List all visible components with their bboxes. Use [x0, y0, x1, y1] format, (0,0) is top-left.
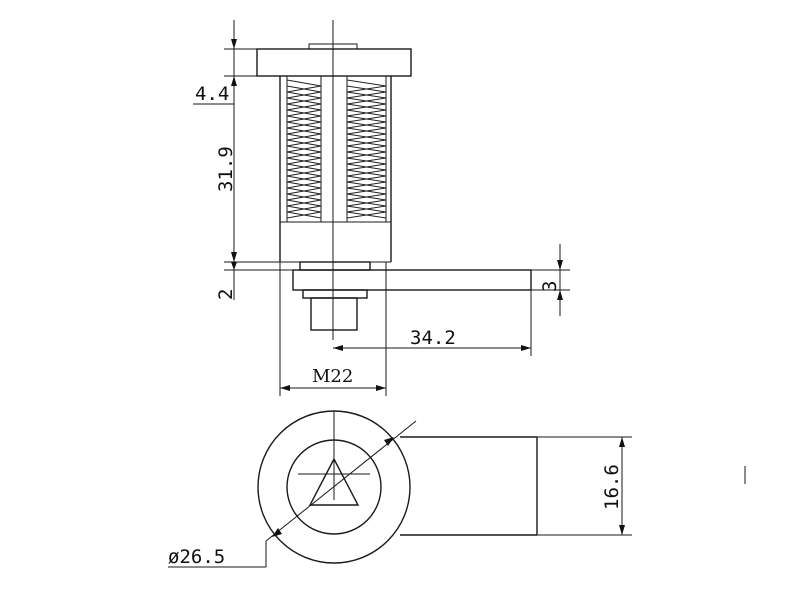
plan-view: 16.6 ø26.5 — [168, 410, 746, 568]
dim-nut-thickness: 2 — [215, 262, 293, 300]
dim-head-diameter: ø26.5 — [168, 420, 417, 568]
dim-cam-width: 16.6 — [537, 436, 632, 536]
head-flange — [256, 48, 412, 77]
dim-nut-thickness-label: 2 — [215, 289, 237, 300]
lock-nut — [299, 261, 371, 271]
dim-thread-size-label: M22 — [312, 366, 353, 387]
side-elevation-view: 4.4 31.9 2 3 — [193, 20, 570, 396]
dim-cam-length: 34.2 — [333, 290, 532, 356]
shaft-collar — [302, 289, 368, 299]
dim-cam-thickness-label: 3 — [539, 281, 561, 292]
dim-head-height: 4.4 — [193, 20, 280, 105]
dim-head-height-label: 4.4 — [195, 83, 229, 105]
dim-body-length-label: 31.9 — [215, 146, 237, 192]
dim-body-length: 31.9 — [215, 104, 280, 263]
thread-pattern — [286, 79, 387, 219]
thread-right-b — [346, 85, 387, 219]
dim-cam-length-label: 34.2 — [410, 327, 456, 349]
cam-plate — [292, 269, 532, 291]
dim-cam-width-label: 16.6 — [601, 464, 623, 510]
dim-cam-thickness: 3 — [531, 244, 570, 316]
shaft-end — [310, 297, 358, 331]
triangle-arrow-icon — [308, 457, 360, 506]
thread-left-b — [286, 85, 322, 219]
dim-head-diameter-label: ø26.5 — [168, 546, 225, 568]
dim-thread-size: M22 — [279, 262, 387, 396]
